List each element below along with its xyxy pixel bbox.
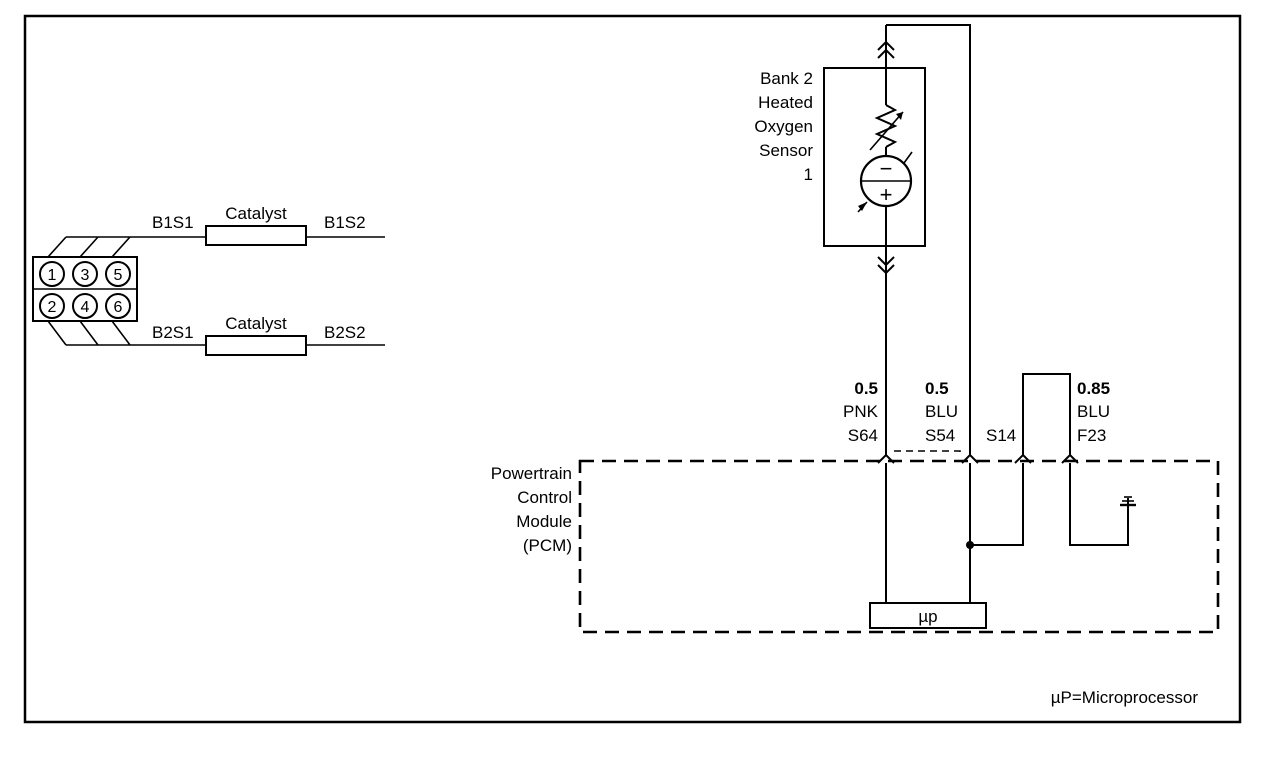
wire-gauge: 0.85 [1077, 379, 1110, 398]
plus-symbol: + [880, 182, 893, 207]
cylinder-6 [105, 293, 131, 319]
wire-label-s14: S14 [986, 426, 1016, 445]
wire-gauge: 0.5 [925, 379, 949, 398]
cylinder-number: 1 [48, 267, 57, 284]
pcm-label-line: Control [517, 488, 572, 507]
cylinder-2 [39, 293, 65, 319]
wire-s54-return [886, 24, 971, 455]
engine-block: 1 3 5 2 4 6 [32, 236, 146, 346]
oxygen-sensor: Bank 2 Heated Oxygen Sensor 1 − + [754, 25, 926, 275]
cylinder-number: 2 [48, 299, 57, 316]
wire-circuit: F23 [1077, 426, 1106, 445]
pcm-label-line: (PCM) [523, 536, 572, 555]
sensor-position-label: B1S1 [152, 213, 194, 232]
sensor-label-line: 1 [804, 165, 813, 184]
catalyst-bank-2 [205, 335, 307, 356]
sensor-housing [823, 67, 926, 247]
cylinder-5 [105, 261, 131, 287]
sensor-label-line: Heated [758, 93, 813, 112]
wire-label-f23: 0.85 BLU F23 [1077, 379, 1110, 445]
wire-color: BLU [1077, 402, 1110, 421]
cylinder-3 [72, 261, 98, 287]
wire-label-s54: 0.5 BLU S54 [925, 379, 958, 445]
cylinder-1 [39, 261, 65, 287]
sensor-label-line: Oxygen [754, 117, 813, 136]
wire-color: PNK [843, 402, 879, 421]
catalyst-label: Catalyst [225, 204, 287, 223]
sensor-connector-top [877, 40, 895, 59]
cylinder-number: 4 [81, 299, 90, 316]
pcm-label-line: Module [516, 512, 572, 531]
internal-wire-f23 [1069, 463, 1129, 546]
pcm-module: Powertrain Control Module (PCM) µp [491, 459, 1220, 634]
cylinder-number: 6 [114, 299, 123, 316]
diagram-frame [23, 14, 1242, 724]
exhaust-bank-2: B2S1 Catalyst B2S2 [146, 314, 385, 356]
internal-wire-s14 [970, 463, 1024, 546]
sensor-label-line: Bank 2 [760, 69, 813, 88]
wire-jumper-loop [1022, 373, 1071, 455]
sensor-connector-bottom [877, 256, 895, 275]
cylinder-4 [72, 293, 98, 319]
heater-resistor-icon [874, 104, 898, 148]
catalyst-bank-1 [205, 225, 307, 246]
cylinder-number: 3 [81, 267, 90, 284]
sensor-position-label: B1S2 [324, 213, 366, 232]
wire-circuit: S14 [986, 426, 1016, 445]
footnote: µP=Microprocessor [1051, 688, 1199, 707]
sensor-position-label: B2S1 [152, 323, 194, 342]
pcm-label-line: Powertrain [491, 464, 572, 483]
pcm-boundary [578, 459, 1220, 634]
wire-gauge: 0.5 [854, 379, 878, 398]
minus-symbol: − [880, 156, 893, 181]
microprocessor-block [869, 602, 987, 629]
wire-circuit: S64 [848, 426, 878, 445]
splice-dot [966, 541, 974, 549]
sensor-label-line: Sensor [759, 141, 813, 160]
wire-color: BLU [925, 402, 958, 421]
sensor-position-label: B2S2 [324, 323, 366, 342]
connector-shell [894, 450, 961, 455]
wire-circuit: S54 [925, 426, 955, 445]
wire-label-s64: 0.5 PNK S64 [843, 379, 879, 445]
microprocessor-label: µp [918, 607, 937, 626]
exhaust-bank-1: B1S1 Catalyst B1S2 [146, 204, 385, 246]
ground-icon [1120, 496, 1136, 510]
cylinder-number: 5 [114, 267, 123, 284]
catalyst-label: Catalyst [225, 314, 287, 333]
